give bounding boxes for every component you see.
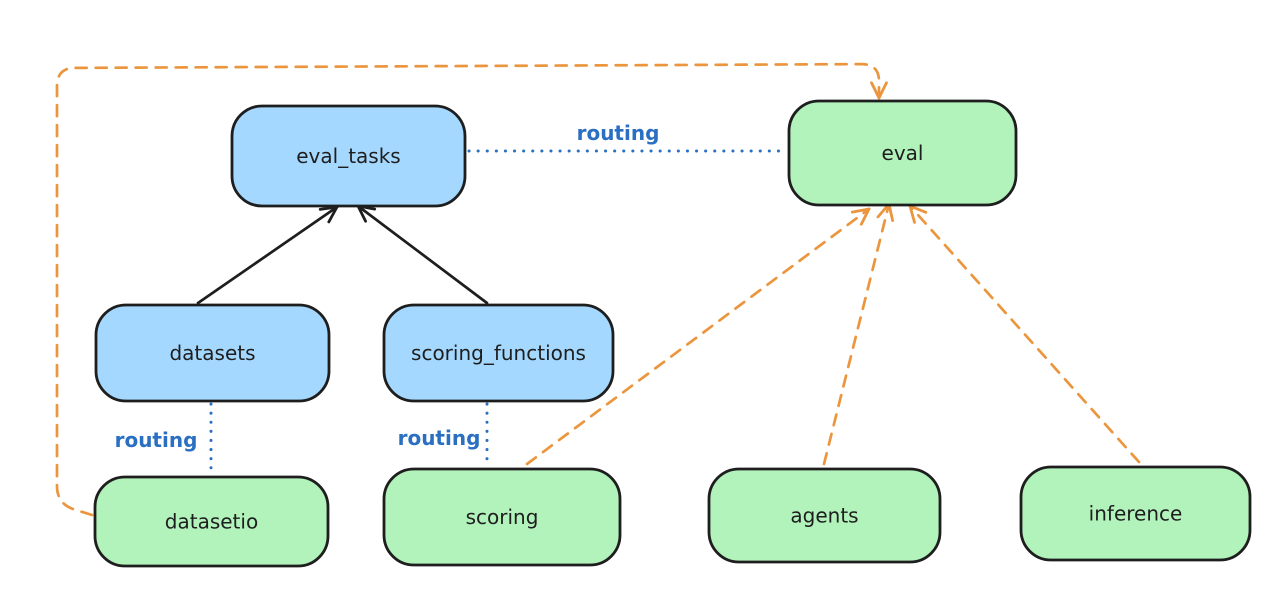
arrowhead-stroke bbox=[908, 204, 916, 224]
arrowhead-stroke bbox=[887, 202, 894, 223]
edge-datasets-to-eval_tasks-line[interactable] bbox=[196, 205, 339, 305]
node-scoring_functions-label: scoring_functions bbox=[411, 341, 586, 365]
node-scoring-label: scoring bbox=[466, 505, 539, 529]
node-inference-shape[interactable] bbox=[1019, 465, 1252, 562]
edge-datasetio-to-eval-loop[interactable] bbox=[55, 62, 888, 517]
edge-scoring_functions-to-eval_tasks-line[interactable] bbox=[356, 204, 489, 305]
node-datasets-label: datasets bbox=[169, 341, 255, 365]
arrowhead-stroke bbox=[908, 204, 928, 214]
edge-inference-to-eval[interactable] bbox=[908, 204, 1141, 464]
arrowhead-stroke bbox=[850, 207, 871, 214]
node-scoring[interactable]: scoring bbox=[382, 467, 622, 567]
edge-datasets-to-eval_tasks[interactable] bbox=[196, 205, 339, 305]
node-datasets[interactable]: datasets bbox=[94, 303, 331, 403]
edge-scoring-to-eval[interactable] bbox=[525, 207, 871, 466]
arrowhead-stroke bbox=[859, 207, 871, 226]
node-eval-shape[interactable] bbox=[787, 99, 1018, 207]
node-datasetio[interactable]: datasetio bbox=[93, 475, 330, 568]
node-eval[interactable]: eval bbox=[787, 99, 1018, 207]
node-agents[interactable]: agents bbox=[707, 467, 942, 564]
arrowhead-stroke bbox=[870, 81, 881, 100]
node-eval-label: eval bbox=[882, 141, 924, 165]
node-inference-label: inference bbox=[1089, 502, 1183, 526]
node-eval_tasks-label: eval_tasks bbox=[296, 144, 400, 168]
edge-label-routing: routing bbox=[398, 426, 481, 450]
edge-agents-to-eval[interactable] bbox=[822, 202, 894, 466]
edge-scoring-to-eval-line[interactable] bbox=[525, 207, 871, 466]
node-agents-shape[interactable] bbox=[707, 467, 942, 564]
edge-inference-to-eval-line[interactable] bbox=[908, 204, 1141, 464]
arrowhead-stroke bbox=[356, 204, 368, 223]
node-datasets-shape[interactable] bbox=[94, 303, 331, 403]
node-scoring_functions[interactable]: scoring_functions bbox=[382, 303, 615, 403]
node-eval_tasks-shape[interactable] bbox=[230, 104, 467, 208]
edge-scoring_functions-to-eval_tasks[interactable] bbox=[356, 204, 489, 305]
edge-label-routing: routing bbox=[577, 121, 660, 145]
edge-agents-to-eval-line[interactable] bbox=[822, 202, 891, 466]
arrowhead-stroke bbox=[327, 205, 339, 224]
node-datasetio-shape[interactable] bbox=[93, 475, 330, 568]
edge-label-routing: routing bbox=[115, 428, 198, 452]
node-datasetio-label: datasetio bbox=[165, 510, 258, 534]
node-scoring-shape[interactable] bbox=[382, 467, 622, 567]
node-scoring_functions-shape[interactable] bbox=[382, 303, 615, 403]
edge-datasetio-to-eval-loop-line[interactable] bbox=[55, 62, 881, 517]
arrowhead-stroke bbox=[877, 81, 888, 100]
node-inference[interactable]: inference bbox=[1019, 465, 1252, 562]
node-eval_tasks[interactable]: eval_tasks bbox=[230, 104, 467, 208]
node-agents-label: agents bbox=[790, 504, 858, 528]
